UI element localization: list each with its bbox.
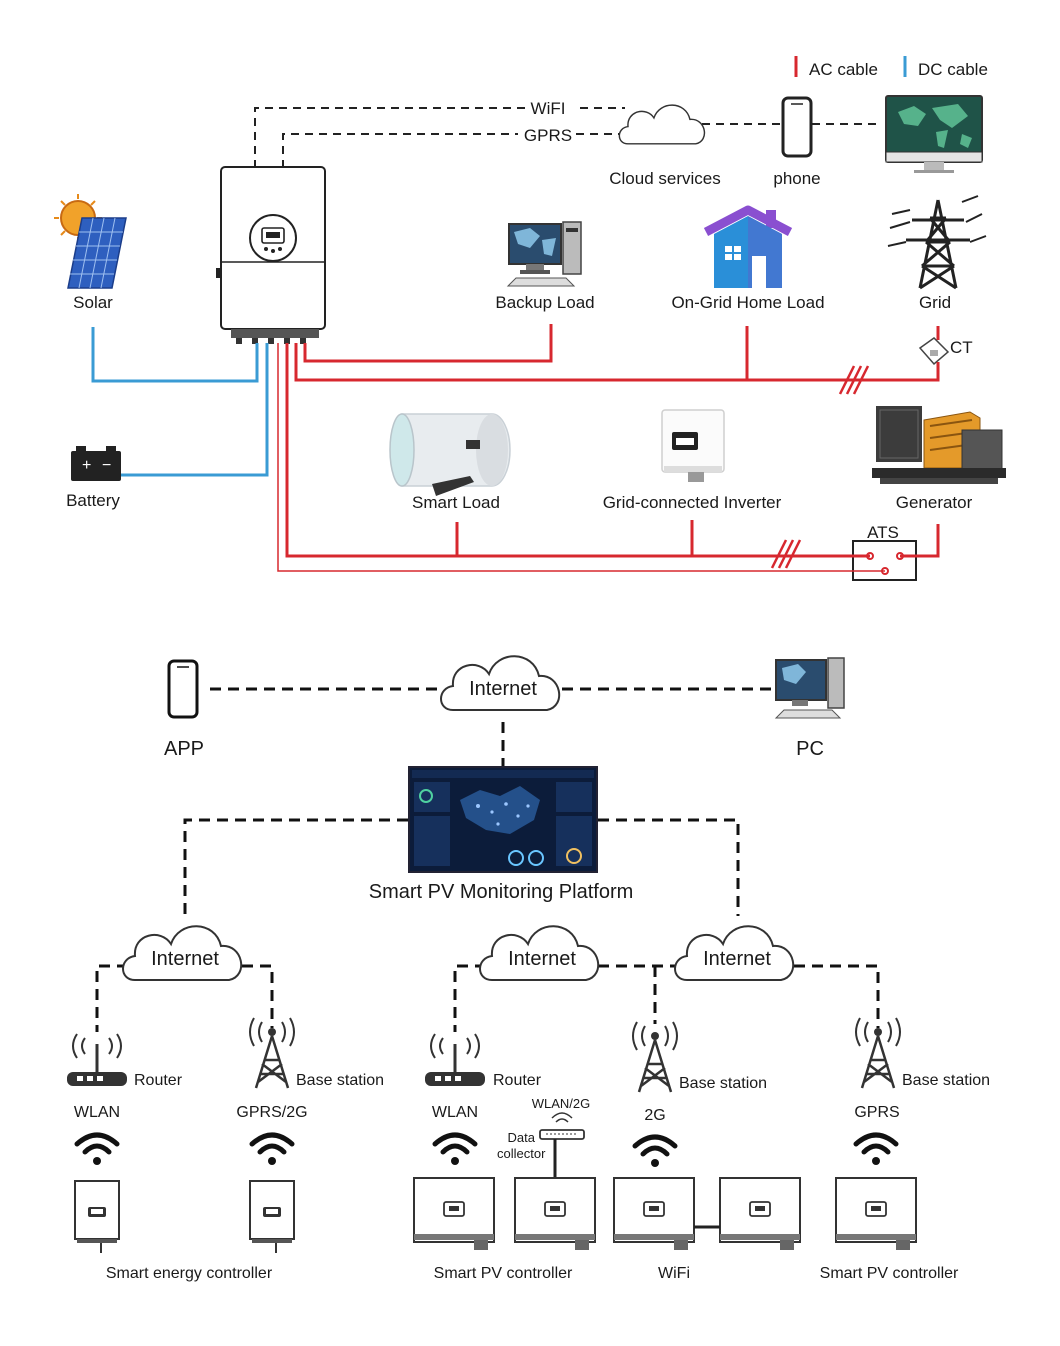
legend-dc-label: DC cable xyxy=(918,60,988,79)
base-station-label: Base station xyxy=(902,1072,991,1089)
pv-controller-icon xyxy=(719,1177,801,1251)
phone-icon xyxy=(781,96,813,158)
pc-label: PC xyxy=(796,738,824,760)
wifi-icon xyxy=(77,1135,117,1165)
2g-label: 2G xyxy=(644,1107,666,1124)
comm-links xyxy=(254,107,882,168)
smart-energy-controller-icon xyxy=(74,1180,120,1254)
data-collector-label: Data collector xyxy=(497,1130,546,1162)
wifi-label: WiFi xyxy=(658,1265,690,1282)
phone-label: phone xyxy=(773,169,821,188)
internet-label: Internet xyxy=(703,948,771,970)
wifi-icon xyxy=(856,1135,896,1165)
data-collector-icon xyxy=(539,1112,585,1178)
platform-label: Smart PV Monitoring Platform xyxy=(368,881,634,903)
battery-icon: + − xyxy=(71,446,121,481)
gprs-link-label: GPRS xyxy=(520,127,576,144)
dc-cables xyxy=(91,327,269,477)
pv-controller-icon xyxy=(413,1177,495,1251)
grid-tower-icon xyxy=(887,195,987,290)
wlan-label: WLAN xyxy=(431,1104,479,1121)
ac-cables xyxy=(285,324,940,558)
cable-break-marks xyxy=(770,365,870,569)
ct-label: CT xyxy=(950,338,973,357)
legend-ac-label: AC cable xyxy=(809,60,878,79)
gprs-label: GPRS xyxy=(854,1104,900,1121)
cloud-services-label: Cloud services xyxy=(609,169,721,188)
grid-label: Grid xyxy=(918,293,952,312)
ats-switch xyxy=(852,540,917,581)
pv-controller-icon xyxy=(835,1177,917,1251)
smart-pv-controller-label: Smart PV controller xyxy=(433,1265,573,1282)
wifi-icon xyxy=(435,1135,475,1165)
monitor-icon xyxy=(885,95,983,173)
home-icon xyxy=(703,205,793,288)
wifi-icon xyxy=(252,1135,292,1165)
monitoring-links xyxy=(95,687,880,1032)
water-heater-icon xyxy=(389,413,511,496)
pv-controller-icon xyxy=(514,1177,596,1251)
pv-controller-icon xyxy=(613,1177,695,1251)
wlan-2g-label: WLAN/2G xyxy=(531,1096,591,1111)
wifi-icon xyxy=(635,1137,675,1167)
generator-icon xyxy=(872,406,1006,484)
app-label: APP xyxy=(163,738,205,760)
base-station-icon xyxy=(248,1016,296,1090)
pc-icon xyxy=(774,657,845,719)
grid-inverter-label: Grid-connected Inverter xyxy=(602,493,782,512)
internet-label: Internet xyxy=(151,948,219,970)
backup-load-label: Backup Load xyxy=(495,293,595,312)
internet-label: Internet xyxy=(469,678,537,700)
wifi-link-label: WiFI xyxy=(527,100,569,117)
router-label: Router xyxy=(493,1072,542,1089)
cloud-services-icon xyxy=(618,104,706,145)
gprs-2g-label: GPRS/2G xyxy=(236,1104,308,1121)
router-icon xyxy=(423,1032,487,1088)
base-station-icon xyxy=(631,1020,679,1094)
solar-label: Solar xyxy=(73,293,113,312)
base-station-label: Base station xyxy=(679,1075,768,1092)
internet-label: Internet xyxy=(508,948,576,970)
wlan-label: WLAN xyxy=(73,1104,121,1121)
generator-label: Generator xyxy=(895,493,973,512)
hybrid-inverter xyxy=(216,166,326,344)
solar-panel-icon xyxy=(54,194,127,289)
smart-energy-controller-icon xyxy=(249,1180,295,1254)
smart-pv-controller-label: Smart PV controller xyxy=(819,1265,959,1282)
router-label: Router xyxy=(134,1072,183,1089)
grid-inverter-icon xyxy=(661,409,725,482)
home-load-label: On-Grid Home Load xyxy=(671,293,825,312)
ac-cable-thin xyxy=(277,343,885,572)
base-station-label: Base station xyxy=(296,1072,385,1089)
svg-text:−: − xyxy=(102,457,111,474)
app-phone-icon xyxy=(167,659,199,719)
smart-load-label: Smart Load xyxy=(412,493,500,512)
base-station-icon xyxy=(854,1016,902,1090)
backup-load-computer-icon xyxy=(506,221,582,287)
svg-text:+: + xyxy=(82,457,91,474)
router-icon xyxy=(65,1032,129,1088)
smart-energy-controller-label: Smart energy controller xyxy=(105,1265,273,1282)
battery-label: Battery xyxy=(66,491,120,510)
ct-sensor-icon xyxy=(918,337,950,366)
ats-label: ATS xyxy=(867,523,899,542)
monitoring-dashboard-icon xyxy=(408,766,598,873)
